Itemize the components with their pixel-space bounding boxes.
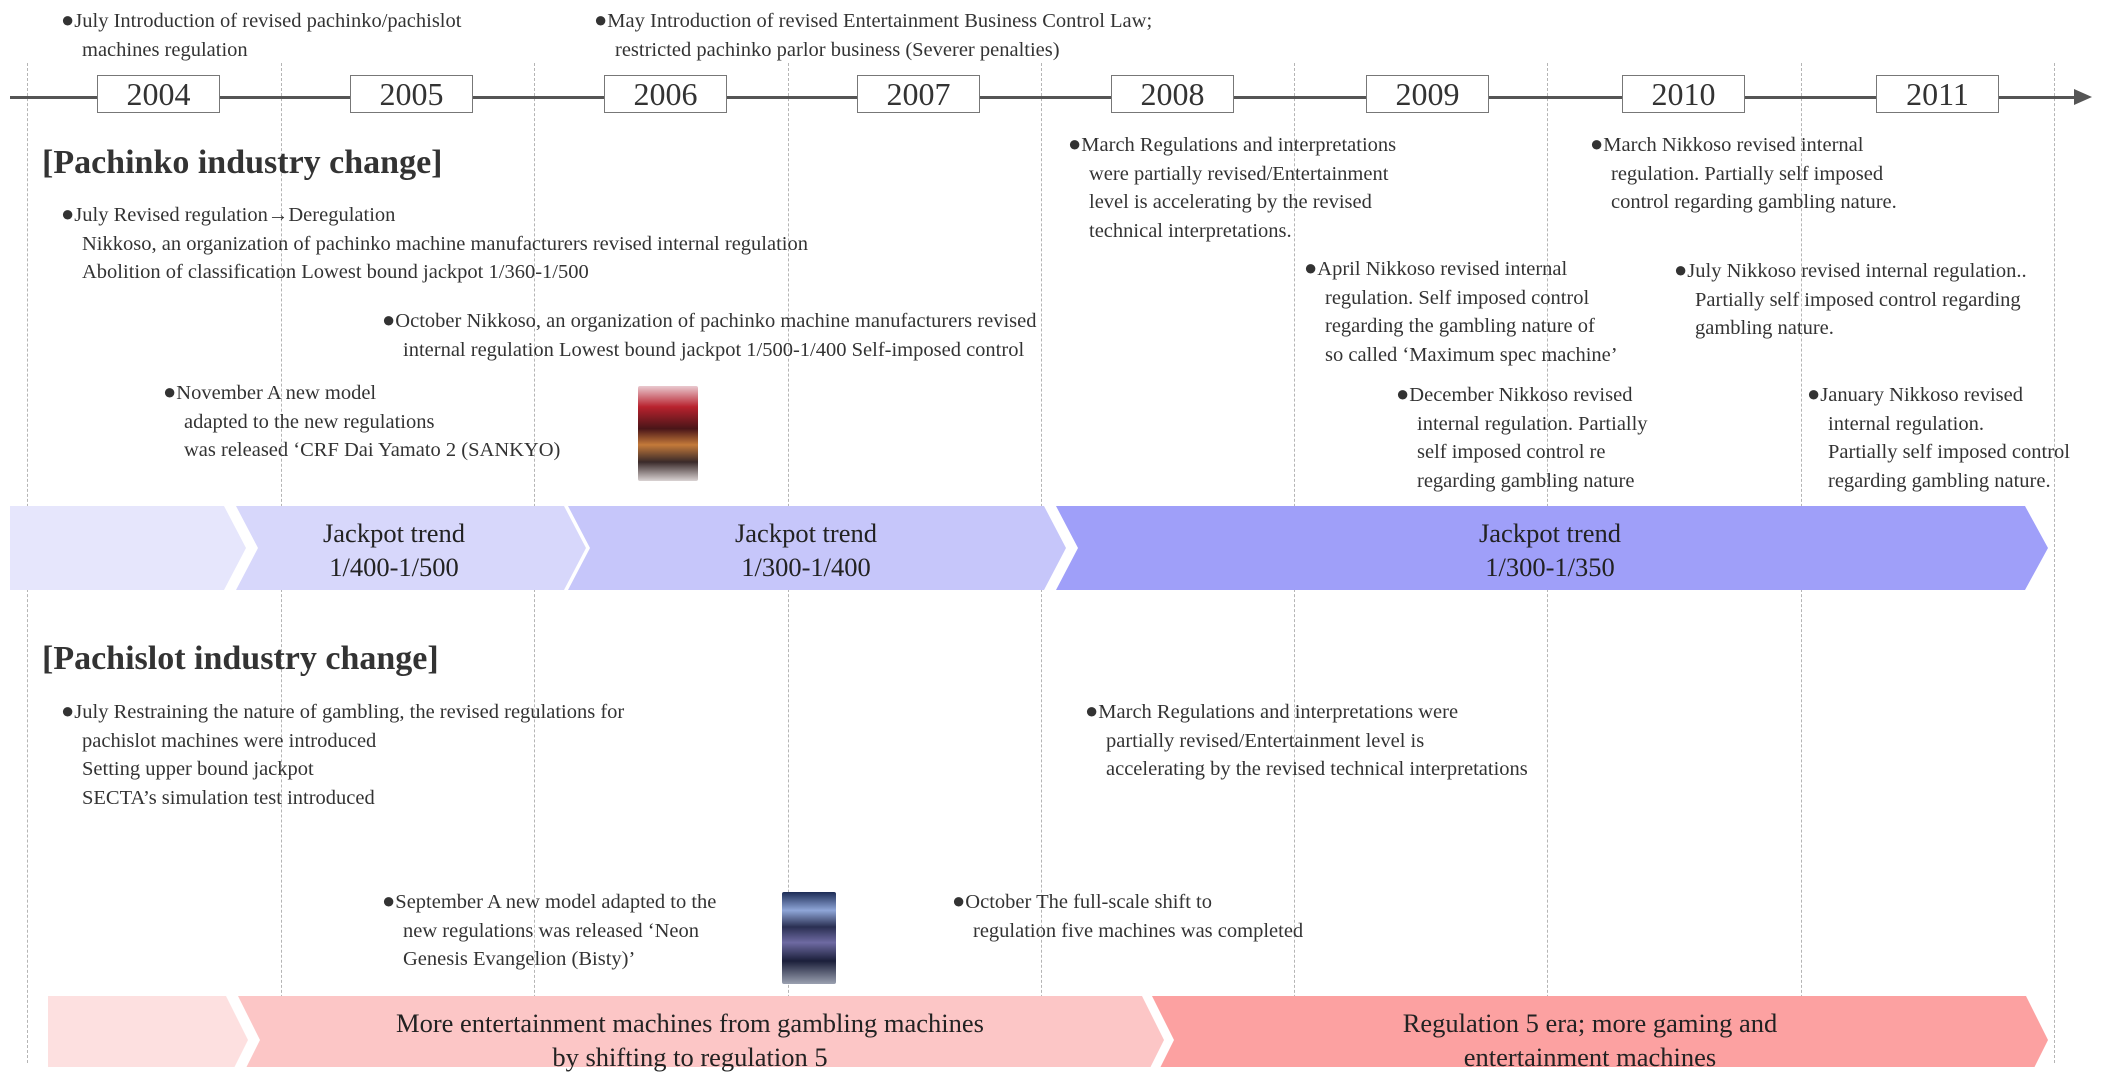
year-label: 2009 (1366, 75, 1489, 113)
pachinko-note: ●July Nikkoso revised internal regulatio… (1674, 257, 2027, 339)
bullet-icon: ● (594, 7, 608, 32)
pachinko-note: ●April Nikkoso revised internal regulati… (1304, 255, 1618, 366)
pachinko-band-shape (236, 506, 586, 590)
year-label: 2005 (350, 75, 473, 113)
year-label: 2004 (97, 75, 220, 113)
pachinko-note: ●July Revised regulation→Deregulation Ni… (61, 201, 808, 283)
pachinko-band-label: Jackpot trend 1/300-1/350 (1478, 518, 1622, 582)
pachislot-band-label: Regulation 5 era; more gaming and entert… (1402, 1008, 1778, 1072)
pachinko-band-label: Jackpot trend 1/300-1/400 (734, 518, 878, 582)
pachinko-note: ●January Nikkoso revised internal regula… (1807, 381, 2070, 492)
pachislot-band-shape (48, 996, 248, 1067)
bullet-icon: ● (61, 201, 75, 226)
pachinko-note: ●October Nikkoso, an organization of pac… (382, 307, 1037, 361)
bullet-icon: ● (382, 888, 396, 913)
bullet-icon: ● (1304, 255, 1318, 280)
bullet-icon: ● (382, 307, 396, 332)
top-note: ●July Introduction of revised pachinko/p… (61, 7, 462, 61)
bullet-icon: ● (1807, 381, 1821, 406)
bullet-icon: ● (1396, 381, 1410, 406)
bullet-icon: ● (163, 379, 177, 404)
bullet-icon: ● (1085, 698, 1099, 723)
top-note: ●May Introduction of revised Entertainme… (594, 7, 1153, 61)
bullet-icon: ● (1590, 131, 1604, 156)
year-label: 2011 (1876, 75, 1999, 113)
pachislot-note: ●March Regulations and interpretations w… (1085, 698, 1528, 780)
pachislot-band-shape (1152, 996, 2048, 1067)
bullet-icon: ● (61, 7, 75, 32)
bullet-icon: ● (1068, 131, 1082, 156)
grid-line (2054, 63, 2055, 1063)
bullet-icon: ● (61, 698, 75, 723)
pachinko-note: ●March Regulations and interpretations w… (1068, 131, 1397, 242)
pachinko-section-title: [Pachinko industry change] (42, 144, 443, 181)
year-label: 2010 (1622, 75, 1745, 113)
timeline-axis (10, 96, 2080, 99)
pachinko-band-shape (10, 506, 246, 590)
pachinko-band-label: Jackpot trend 1/400-1/500 (322, 518, 466, 582)
pachinko-machine-image (638, 386, 698, 481)
year-label: 2007 (857, 75, 980, 113)
pachislot-band-shape (238, 996, 1164, 1067)
bullet-icon: ● (1674, 257, 1688, 282)
pachislot-note: ●July Restraining the nature of gambling… (61, 698, 625, 809)
pachinko-note: ●December Nikkoso revised internal regul… (1396, 381, 1648, 492)
year-label: 2006 (604, 75, 727, 113)
year-label: 2008 (1111, 75, 1234, 113)
pachinko-note: ●March Nikkoso revised internal regulati… (1590, 131, 1897, 213)
pachinko-note: ●November A new model adapted to the new… (163, 379, 561, 461)
bullet-icon: ● (952, 888, 966, 913)
pachislot-note: ●September A new model adapted to the ne… (382, 888, 717, 970)
pachislot-section-title: [Pachislot industry change] (42, 640, 439, 677)
pachislot-machine-image (782, 892, 836, 984)
pachinko-band-shape (1056, 506, 2048, 590)
timeline-arrow-icon (2074, 89, 2092, 105)
pachinko-band-shape (568, 506, 1066, 590)
pachislot-note: ●October The full-scale shift to regulat… (952, 888, 1304, 942)
pachislot-band-label: More entertainment machines from gamblin… (396, 1008, 984, 1072)
